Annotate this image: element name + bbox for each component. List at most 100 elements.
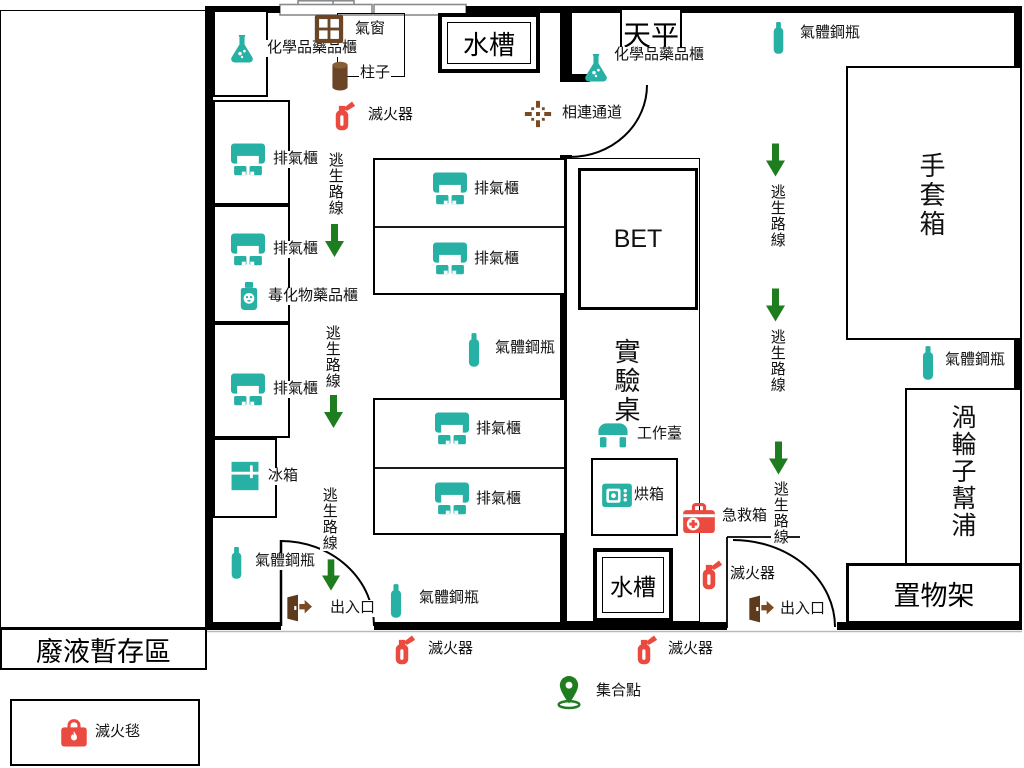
escape-arrow-down xyxy=(766,143,785,177)
pillar-icon xyxy=(327,57,353,95)
gas-cylinder-label: 氣體鋼瓶 xyxy=(944,352,1007,369)
glove-box-label: 手套箱 xyxy=(916,152,945,239)
gas-cylinder-icon xyxy=(388,581,404,619)
right-door-arc xyxy=(732,539,836,628)
passage-door-arc xyxy=(569,84,648,158)
bench-island-bottom xyxy=(373,398,566,535)
gas-cylinder-label: 氣體鋼瓶 xyxy=(494,340,557,357)
toxic-cabinet-label: 毒化物藥品櫃 xyxy=(267,288,360,305)
fridge-label: 冰箱 xyxy=(267,468,300,485)
turbo-pump-label: 渦輪子幫浦 xyxy=(948,404,975,539)
fume-hood-icon xyxy=(433,481,471,515)
sink-label: 水槽 xyxy=(610,575,656,600)
vent-window-label: 氣窗 xyxy=(354,21,387,38)
gas-cylinder-icon xyxy=(771,19,786,55)
escape-route-label: 逃生路線 xyxy=(768,329,785,393)
outside-area xyxy=(0,10,206,628)
balance-label: 天平 xyxy=(622,21,679,52)
fire-extinguisher-icon xyxy=(629,633,659,668)
gas-cylinder-icon xyxy=(920,343,936,381)
oven-icon xyxy=(599,478,635,512)
turbo-pump-box xyxy=(905,388,1022,565)
fume-hood-label: 排氣櫃 xyxy=(272,151,320,168)
gas-cylinder-icon xyxy=(229,544,244,580)
fume-hood-icon xyxy=(431,171,469,205)
fume-hood-icon xyxy=(431,241,469,275)
fire-extinguisher-icon xyxy=(327,99,357,134)
bench-divider xyxy=(375,467,564,469)
lab-bench-label: 實驗桌 xyxy=(611,338,640,425)
fridge-icon xyxy=(227,459,263,493)
fire-blanket-icon xyxy=(57,714,91,752)
fire-extinguisher-icon xyxy=(387,633,417,668)
waste-area-label: 廢液暫存區 xyxy=(36,636,171,667)
assembly-point-label: 集合點 xyxy=(595,683,643,700)
fume-hood-label: 排氣櫃 xyxy=(475,491,523,508)
fume-hood-icon xyxy=(229,232,267,266)
escape-arrow-down xyxy=(766,288,785,322)
storage-rack-box: 置物架 xyxy=(846,563,1022,624)
escape-route-label: 逃生路線 xyxy=(320,487,337,551)
workbench-label: 工作臺 xyxy=(636,426,684,443)
escape-arrow-down xyxy=(322,559,340,591)
exit-label: 出入口 xyxy=(779,601,827,618)
exit-door-icon xyxy=(744,593,776,625)
fire-blanket-label: 滅火毯 xyxy=(94,724,142,741)
flask-icon xyxy=(580,51,612,85)
escape-arrow-down xyxy=(325,224,344,257)
oven-label: 烘箱 xyxy=(633,487,666,504)
toxic-cabinet-icon xyxy=(235,279,263,313)
gas-cylinder-icon xyxy=(466,330,482,368)
fume-hood-label: 排氣櫃 xyxy=(272,381,320,398)
escape-route-label: 逃生路線 xyxy=(771,481,788,545)
fire-extinguisher-label: 滅火器 xyxy=(427,641,475,658)
wall xyxy=(205,622,281,630)
sink-top-inner: 水槽 xyxy=(447,22,531,64)
passage-label: 相連通道 xyxy=(561,105,624,122)
fire-extinguisher-label: 滅火器 xyxy=(729,566,777,583)
first-aid-icon xyxy=(679,499,719,537)
bet-box: BET xyxy=(578,168,698,310)
wall xyxy=(837,622,1022,630)
bet-label: BET xyxy=(613,224,663,253)
fume-hood-label: 排氣櫃 xyxy=(272,241,320,258)
storage-rack-label: 置物架 xyxy=(893,581,975,611)
escape-route-label: 逃生路線 xyxy=(768,184,785,248)
exit-label: 出入口 xyxy=(329,600,377,617)
escape-arrow-down xyxy=(324,395,343,428)
wall xyxy=(374,622,727,630)
waste-storage-area: 廢液暫存區 xyxy=(0,628,207,670)
fume-hood-icon xyxy=(433,411,471,445)
chemical-cabinet-label: 化學品藥品櫃 xyxy=(266,40,359,57)
assembly-point-icon xyxy=(553,671,585,713)
gas-cylinder-label: 氣體鋼瓶 xyxy=(799,25,862,42)
fire-extinguisher-label: 滅火器 xyxy=(667,641,715,658)
escape-route-label: 逃生路線 xyxy=(326,152,343,216)
wall xyxy=(205,6,280,13)
sink-bottom-inner: 水槽 xyxy=(602,557,664,613)
chemical-cabinet-label: 化學品藥品櫃 xyxy=(613,47,706,64)
fume-hood-label: 排氣櫃 xyxy=(473,251,521,268)
glove-box xyxy=(846,66,1022,340)
fume-hood-label: 排氣櫃 xyxy=(473,181,521,198)
exit-door-icon xyxy=(282,592,314,624)
escape-route-label: 逃生路線 xyxy=(323,325,340,389)
wall xyxy=(560,74,590,82)
wall xyxy=(205,6,213,630)
flask-icon xyxy=(226,32,258,66)
fume-hood-label: 排氣櫃 xyxy=(475,421,523,438)
first-aid-label: 急救箱 xyxy=(721,508,769,525)
fume-hood-icon xyxy=(229,142,267,176)
bench-divider xyxy=(375,226,564,228)
sink-label: 水槽 xyxy=(462,30,515,60)
fire-extinguisher-label: 滅火器 xyxy=(367,107,415,124)
vent-window-icon xyxy=(312,12,346,46)
wall xyxy=(560,10,572,80)
passage-icon xyxy=(523,99,553,129)
wall xyxy=(466,6,1022,13)
escape-arrow-down xyxy=(769,441,788,475)
workbench-icon xyxy=(594,419,632,451)
fume-hood-icon xyxy=(229,372,267,406)
fire-extinguisher-icon xyxy=(694,557,724,594)
